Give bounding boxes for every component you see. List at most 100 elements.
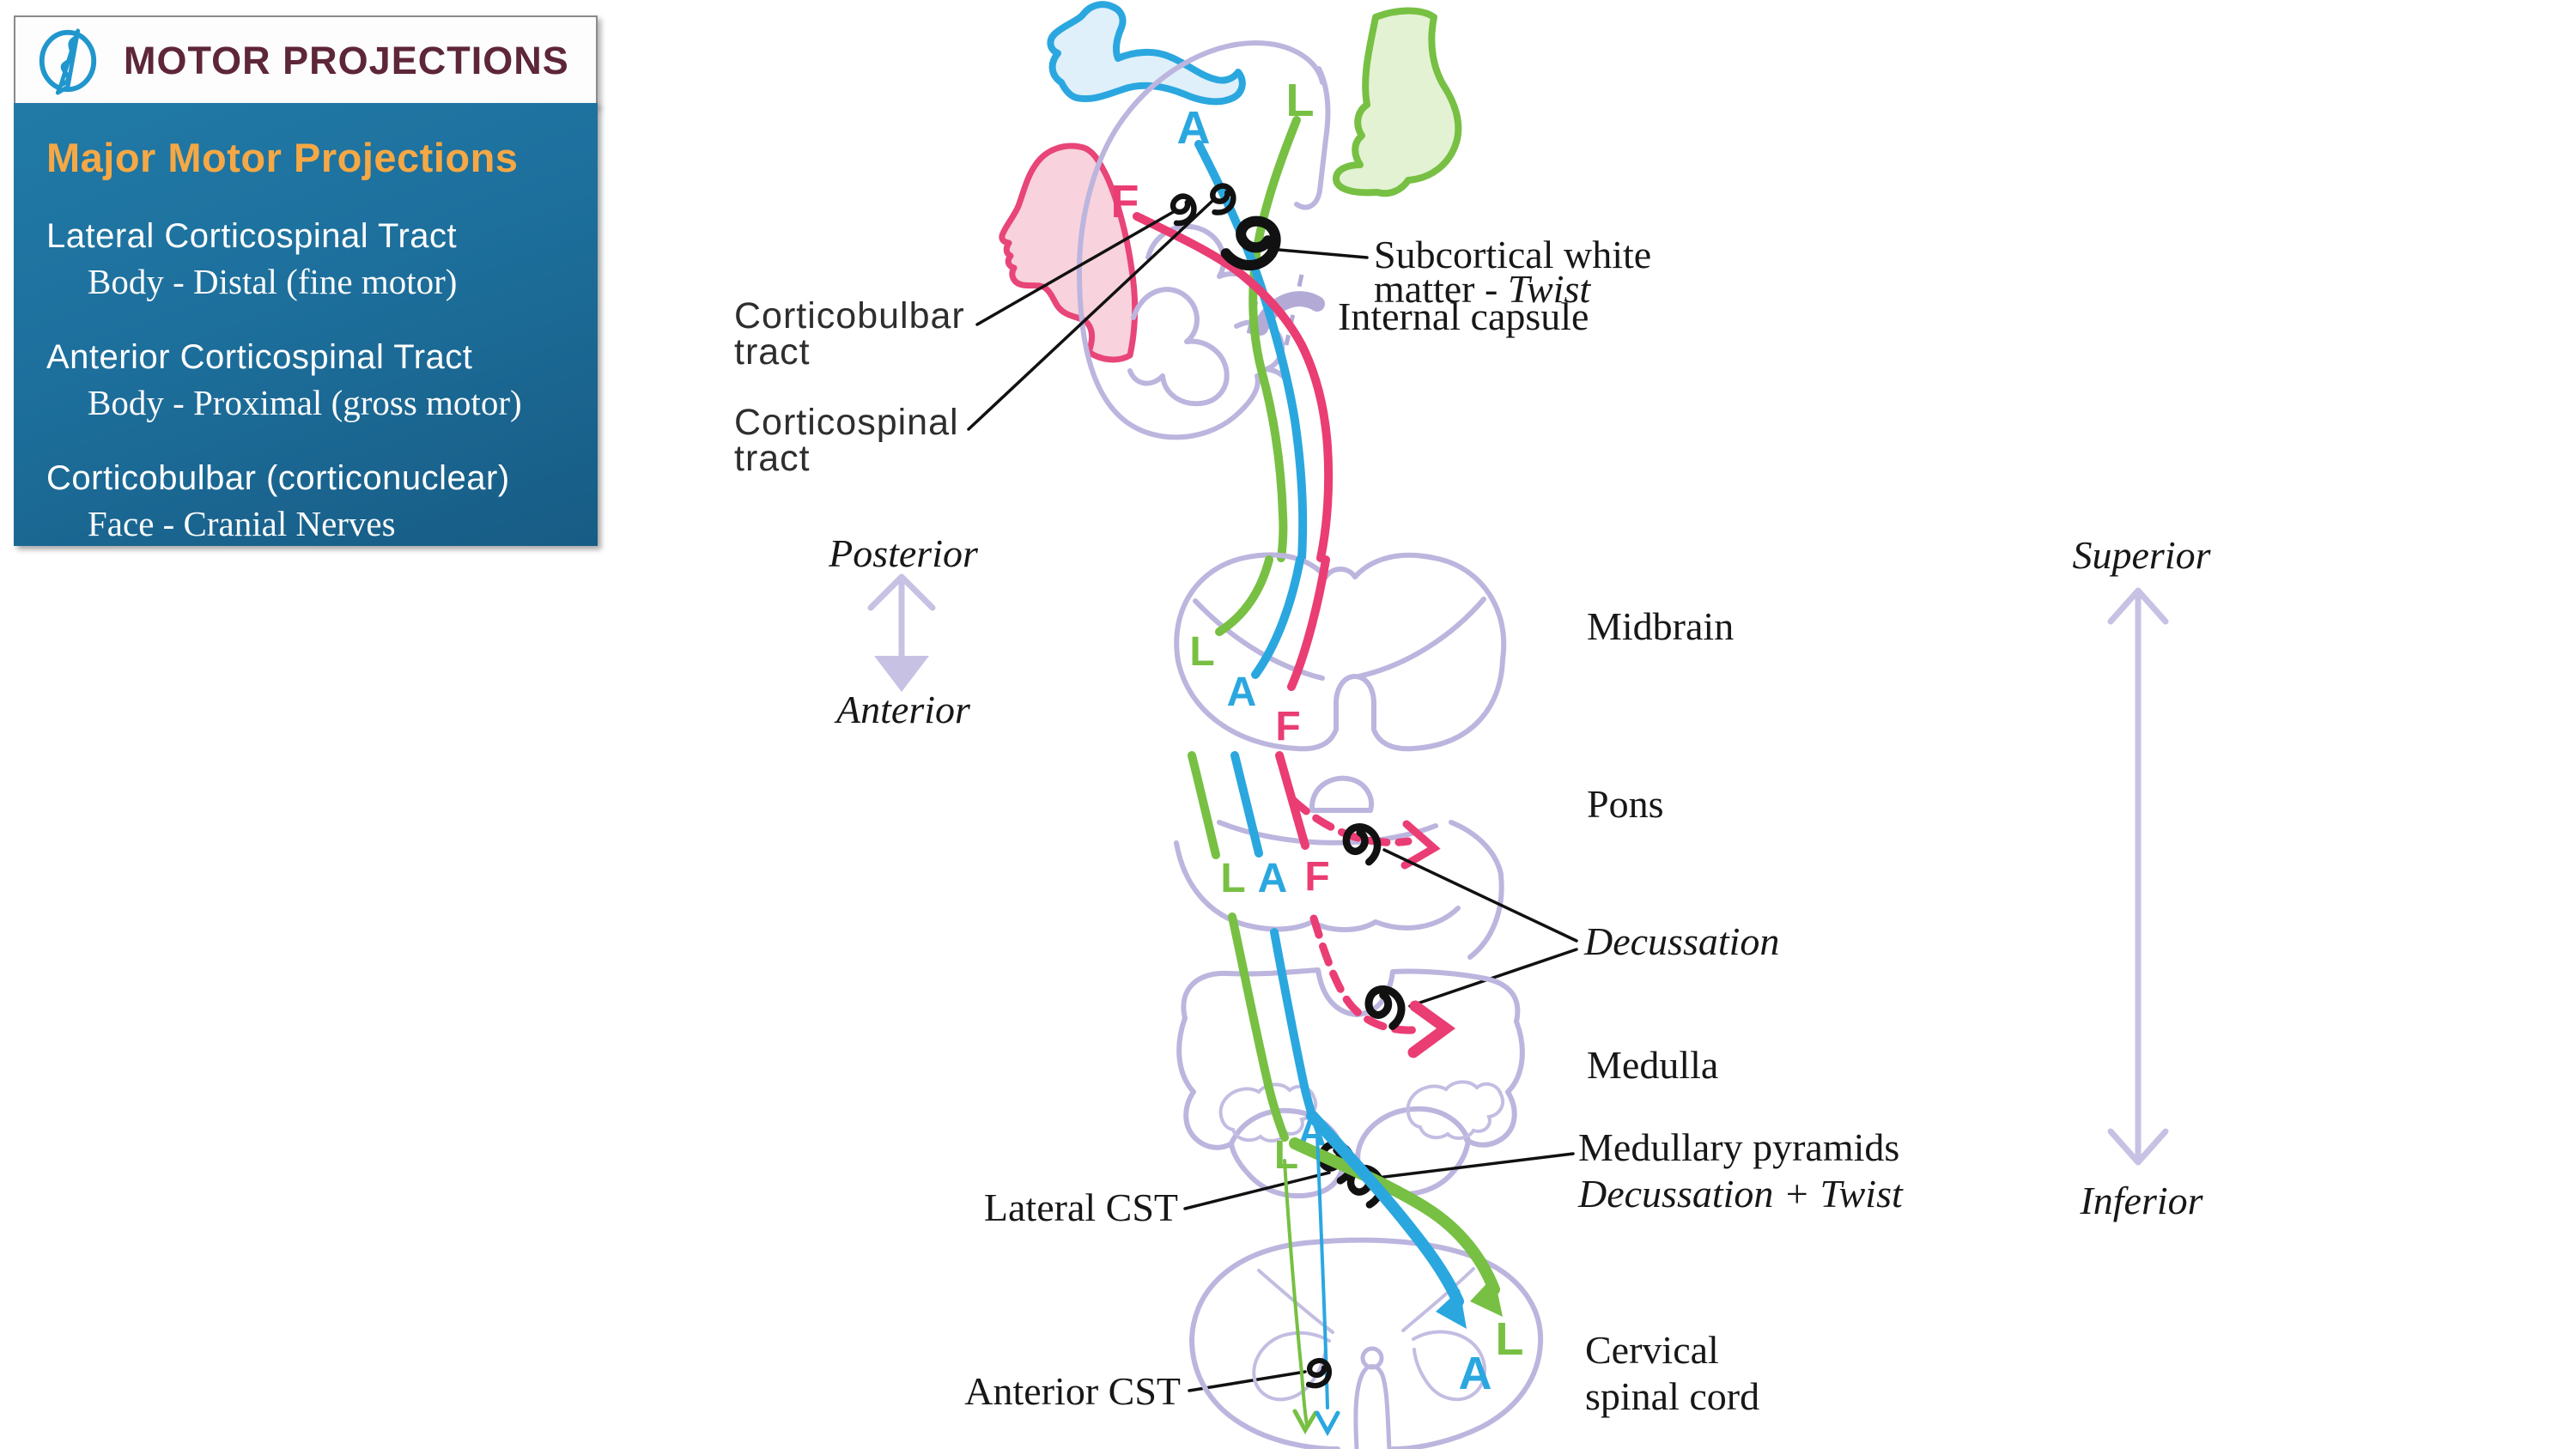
superior-label: Superior xyxy=(2073,533,2212,577)
leg-tract-lateral-cst xyxy=(1289,1137,1500,1295)
corticospinal-label: Corticospinal xyxy=(734,402,959,443)
medulla-section: A L Medulla xyxy=(1176,912,1718,1209)
subcortical-label-line2a: matter - xyxy=(1374,267,1508,311)
pons-section: L A F Pons xyxy=(1174,751,1663,960)
medullary-pyramids-leader xyxy=(1376,1152,1575,1179)
arm-tract-midbrain xyxy=(1251,555,1304,679)
twist-icon-pons-decussation xyxy=(1342,823,1382,866)
leg-tract-medulla xyxy=(1228,912,1289,1142)
subcortical-label-line1: Subcortical white xyxy=(1374,233,1651,276)
arm-tract-pons xyxy=(1230,751,1263,858)
letter-arm-midbrain: A xyxy=(1227,670,1257,715)
medulla-right-outline xyxy=(1464,1019,1525,1148)
anterior-label: Anterior xyxy=(834,688,971,731)
letter-leg-pons: L xyxy=(1220,856,1245,901)
central-canal xyxy=(1360,1346,1384,1370)
logo-circle xyxy=(39,29,97,93)
legend-item-anterior-cst: Anterior Corticospinal Tract Body - Prox… xyxy=(46,338,565,423)
corticospinal-leader-line xyxy=(967,199,1214,431)
midbrain-label: Midbrain xyxy=(1587,604,1734,648)
legend-item-detail: Face - Cranial Nerves xyxy=(88,504,396,543)
face-tract-midbrain xyxy=(1287,555,1330,691)
logo-snake xyxy=(60,35,79,87)
arrowhead-right-icon xyxy=(1407,1000,1456,1058)
pons-right-arc xyxy=(1467,873,1504,960)
app-title: MOTOR PROJECTIONS xyxy=(124,39,569,82)
legend-item-detail: Body - Distal (fine motor) xyxy=(88,262,458,301)
face-tract-decussation-medulla xyxy=(1309,914,1417,1034)
letter-face-midbrain: F xyxy=(1275,704,1300,749)
legend-item-name: Anterior Corticospinal Tract xyxy=(46,338,473,376)
legend-panel: Major Motor Projections Lateral Corticos… xyxy=(14,103,598,546)
corticobulbar-leader-line xyxy=(975,209,1176,326)
pons-upper-arc-right xyxy=(1449,820,1504,876)
ventral-horn-left xyxy=(1252,1331,1331,1402)
letter-arm-cord: A xyxy=(1459,1348,1492,1399)
arrowhead-right-icon xyxy=(1400,820,1441,870)
legend-item-corticobulbar: Corticobulbar (corticonuclear) Face - Cr… xyxy=(46,459,565,544)
letter-face-cortex: F xyxy=(1111,176,1139,227)
corticobulbar-label-2: tract xyxy=(734,331,811,373)
letter-leg-cord: L xyxy=(1496,1313,1524,1365)
arrowhead-up-icon xyxy=(867,573,936,611)
lateral-cst-label: Lateral CST xyxy=(984,1185,1178,1229)
anterior-cst-leader xyxy=(1188,1370,1307,1392)
corticospinal-label-2: tract xyxy=(734,438,811,479)
header-card: MOTOR PROJECTIONS xyxy=(14,15,598,106)
leg-icon xyxy=(1333,7,1462,197)
decussation-leader-upper xyxy=(1382,848,1578,943)
face-tract-cortex xyxy=(1133,212,1334,562)
twist-icon-subcortical xyxy=(1220,215,1281,271)
internal-capsule-label: Internal capsule xyxy=(1338,294,1589,338)
twist-icon-corticobulbar xyxy=(1170,193,1197,227)
letter-arm-pons: A xyxy=(1258,856,1288,901)
leg-tract-midbrain xyxy=(1215,555,1273,636)
legend-item-name: Lateral Corticospinal Tract xyxy=(46,217,458,255)
superior-inferior-arrow: Superior Inferior xyxy=(2073,533,2212,1222)
twist-icon-medulla-decussation xyxy=(1364,985,1406,1030)
cervical-label-line1: Cervical xyxy=(1585,1328,1719,1372)
midbrain-inner-arc-left xyxy=(1193,598,1325,681)
lateral-cst-leader xyxy=(1183,1171,1331,1210)
midbrain-inner-arc-right xyxy=(1356,597,1486,679)
rod-of-asclepius-pencil-icon xyxy=(39,28,97,95)
cerebrum-lateral-outline xyxy=(1076,40,1325,440)
arm-tract-medulla xyxy=(1270,928,1316,1120)
pons-upper-arc xyxy=(1217,820,1438,846)
leg-tract-anterior-cst xyxy=(1283,1159,1309,1427)
anterior-median-fissure xyxy=(1353,1364,1392,1449)
pons-dome-outline xyxy=(1309,775,1374,813)
legend-item-name: Corticobulbar (corticonuclear) xyxy=(46,459,510,497)
cervical-label-line2: spinal cord xyxy=(1585,1374,1759,1418)
internal-capsule-dash-2 xyxy=(1284,274,1304,346)
legend-title: Major Motor Projections xyxy=(46,135,519,180)
midbrain-bottom-outline xyxy=(1176,657,1505,752)
cord-outline-left xyxy=(1189,1337,1340,1449)
cord-outline-right xyxy=(1189,1237,1544,1449)
medulla-top-outline xyxy=(1181,967,1521,1024)
corticobulbar-label: Corticobulbar xyxy=(734,295,965,336)
olive-right xyxy=(1406,1080,1505,1140)
arrowhead-down-icon xyxy=(2107,1128,2169,1166)
arrowhead-down-icon xyxy=(874,656,929,692)
cervical-cord-section: L A Cervical spinal cord xyxy=(1189,1110,1759,1449)
letter-leg-midbrain: L xyxy=(1189,629,1214,675)
anterior-cst-label: Anterior CST xyxy=(964,1369,1181,1413)
midbrain-section: L A F Midbrain xyxy=(1174,552,1734,752)
ventral-horn-right xyxy=(1412,1330,1487,1402)
decussation-label: Decussation xyxy=(1583,919,1779,963)
decussation-leader-lower xyxy=(1408,948,1578,1008)
arrowhead-up-icon xyxy=(2107,587,2169,625)
twist-icon-anterior-cst xyxy=(1305,1357,1333,1389)
medullary-pyramids-label: Medullary pyramids xyxy=(1578,1125,1899,1169)
posterior-anterior-arrow: Posterior Anterior xyxy=(828,531,979,731)
internal-capsule-arc xyxy=(1253,291,1325,336)
subcortical-leader-line xyxy=(1267,247,1369,259)
subcortical-label-line2: matter - Twist xyxy=(1374,267,1591,311)
midbrain-top-outline xyxy=(1174,552,1507,664)
arrowhead-down-green-icon xyxy=(1292,1409,1318,1435)
arm-icon xyxy=(1047,1,1246,106)
letter-arm-cortex: A xyxy=(1177,102,1211,154)
twist-icon-corticospinal xyxy=(1210,183,1236,215)
